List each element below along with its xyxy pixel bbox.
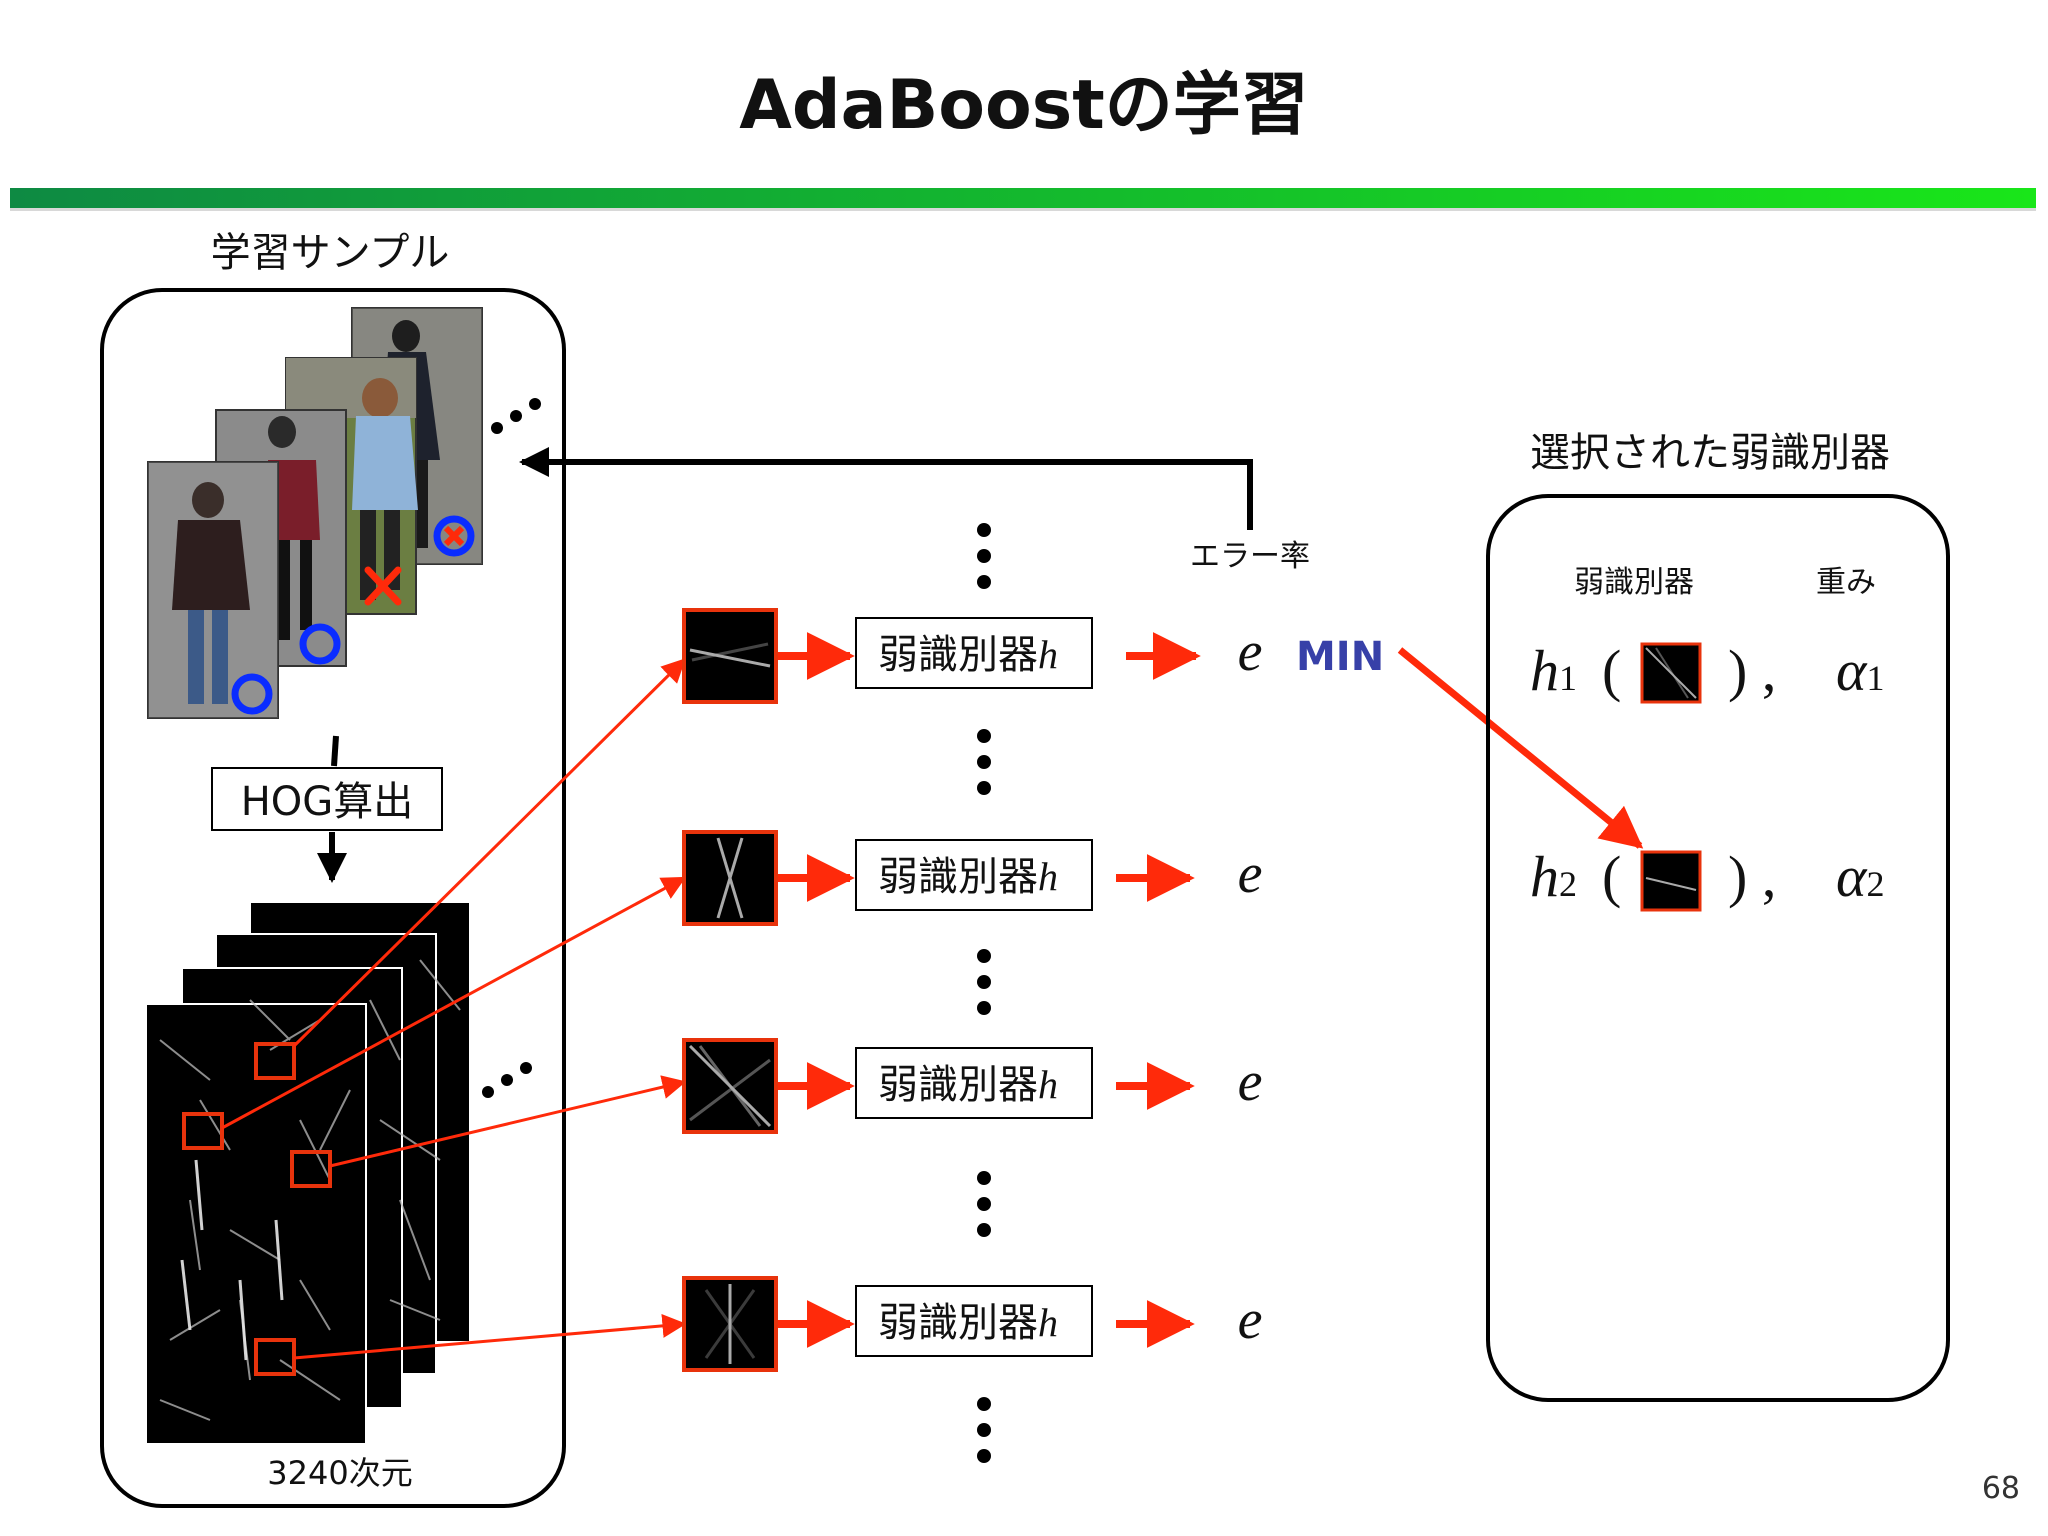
weak-classifier-box <box>855 1047 1093 1119</box>
hog-box <box>211 767 443 831</box>
weak-classifier-label: 弱識別器h <box>878 1300 1058 1346</box>
selected-feature-thumbnail <box>1640 850 1702 912</box>
weak-classifier-box <box>855 617 1093 689</box>
feature-thumbnail-lines <box>704 1284 756 1364</box>
classifier-symbol: h1 <box>1530 638 1577 703</box>
ellipsis-icon <box>491 398 541 434</box>
selected-feature-lines <box>1645 877 1697 891</box>
selected-entry: h2 ( ) , α2 <box>1530 844 1884 912</box>
feature-thumbnail <box>682 608 778 704</box>
feature-thumbnail-lines <box>688 1044 772 1128</box>
positive-marker <box>299 623 341 665</box>
vertical-ellipsis-icon <box>977 523 991 589</box>
weak-classifier-row: 弱識別器h e <box>682 1038 1263 1134</box>
close-paren: ) , <box>1728 844 1776 909</box>
feature-thumbnail-lines <box>689 642 771 668</box>
positive-marker <box>231 673 273 715</box>
selected-feature-lines <box>1645 647 1697 699</box>
close-paren: ) , <box>1728 638 1776 703</box>
training-samples-label: 学習サンプル <box>211 230 450 276</box>
column-header-classifier: 弱識別器 <box>1574 565 1694 600</box>
ellipsis-icon <box>482 1062 532 1098</box>
weight-symbol: α1 <box>1836 638 1884 703</box>
weak-classifier-row: 弱識別器h e MIN <box>682 608 1384 704</box>
hog-gradient-lines <box>159 959 461 1421</box>
positive-negative-marker <box>433 515 475 557</box>
hog-arrow-top <box>331 735 339 767</box>
vertical-ellipsis-icon <box>977 1171 991 1237</box>
open-paren: ( <box>1602 844 1621 909</box>
feature-region-box <box>254 1042 296 1080</box>
dimension-label: 3240次元 <box>267 1454 412 1492</box>
classifier-symbol: h2 <box>1530 844 1577 909</box>
weak-classifier-box <box>855 839 1093 911</box>
weak-classifier-box <box>855 1285 1093 1357</box>
error-symbol: e <box>1238 1051 1263 1113</box>
vertical-ellipsis-icon <box>977 729 991 795</box>
feature-region-box <box>182 1112 224 1150</box>
selected-classifiers-label: 選択された弱識別器 <box>1530 430 1890 476</box>
vertical-ellipsis-icon <box>977 1397 991 1463</box>
feature-thumbnail <box>682 830 778 926</box>
accent-bar-shadow <box>10 208 2036 211</box>
error-rate-label: エラー率 <box>1190 539 1310 574</box>
hog-feature-stack <box>145 901 471 1445</box>
feedback-arrow <box>519 447 1253 530</box>
accent-bar <box>10 188 2036 208</box>
training-samples-box <box>100 288 566 1508</box>
selection-arrow <box>1397 647 1644 849</box>
feature-thumbnail-lines <box>716 837 744 919</box>
weak-classifier-row: 弱識別器h e <box>682 830 1263 926</box>
vertical-ellipsis-icon <box>977 949 991 1015</box>
weak-classifier-label: 弱識別器h <box>878 632 1058 678</box>
hog-gradient-lines-bright <box>180 1159 284 1361</box>
slide-title: AdaBoostの学習 <box>739 66 1308 145</box>
selected-classifiers-box <box>1486 494 1950 1402</box>
hog-label: HOG算出 <box>241 779 414 825</box>
min-label: MIN <box>1296 634 1384 680</box>
weak-classifier-label: 弱識別器h <box>878 1062 1058 1108</box>
feature-links <box>221 658 687 1360</box>
sample-image-stack <box>147 307 483 719</box>
error-symbol: e <box>1238 621 1263 683</box>
feature-region-box <box>290 1150 332 1188</box>
open-paren: ( <box>1602 638 1621 703</box>
weak-classifier-label: 弱識別器h <box>878 854 1058 900</box>
page-number: 68 <box>1982 1471 2020 1506</box>
weak-classifier-row: 弱識別器h e <box>682 1276 1263 1372</box>
negative-marker <box>364 566 402 606</box>
error-symbol: e <box>1238 1289 1263 1351</box>
column-header-weight: 重み <box>1816 565 1876 600</box>
weight-symbol: α2 <box>1836 844 1884 909</box>
selected-entry: h1 ( ) , α1 <box>1530 638 1884 704</box>
error-symbol: e <box>1238 843 1263 905</box>
